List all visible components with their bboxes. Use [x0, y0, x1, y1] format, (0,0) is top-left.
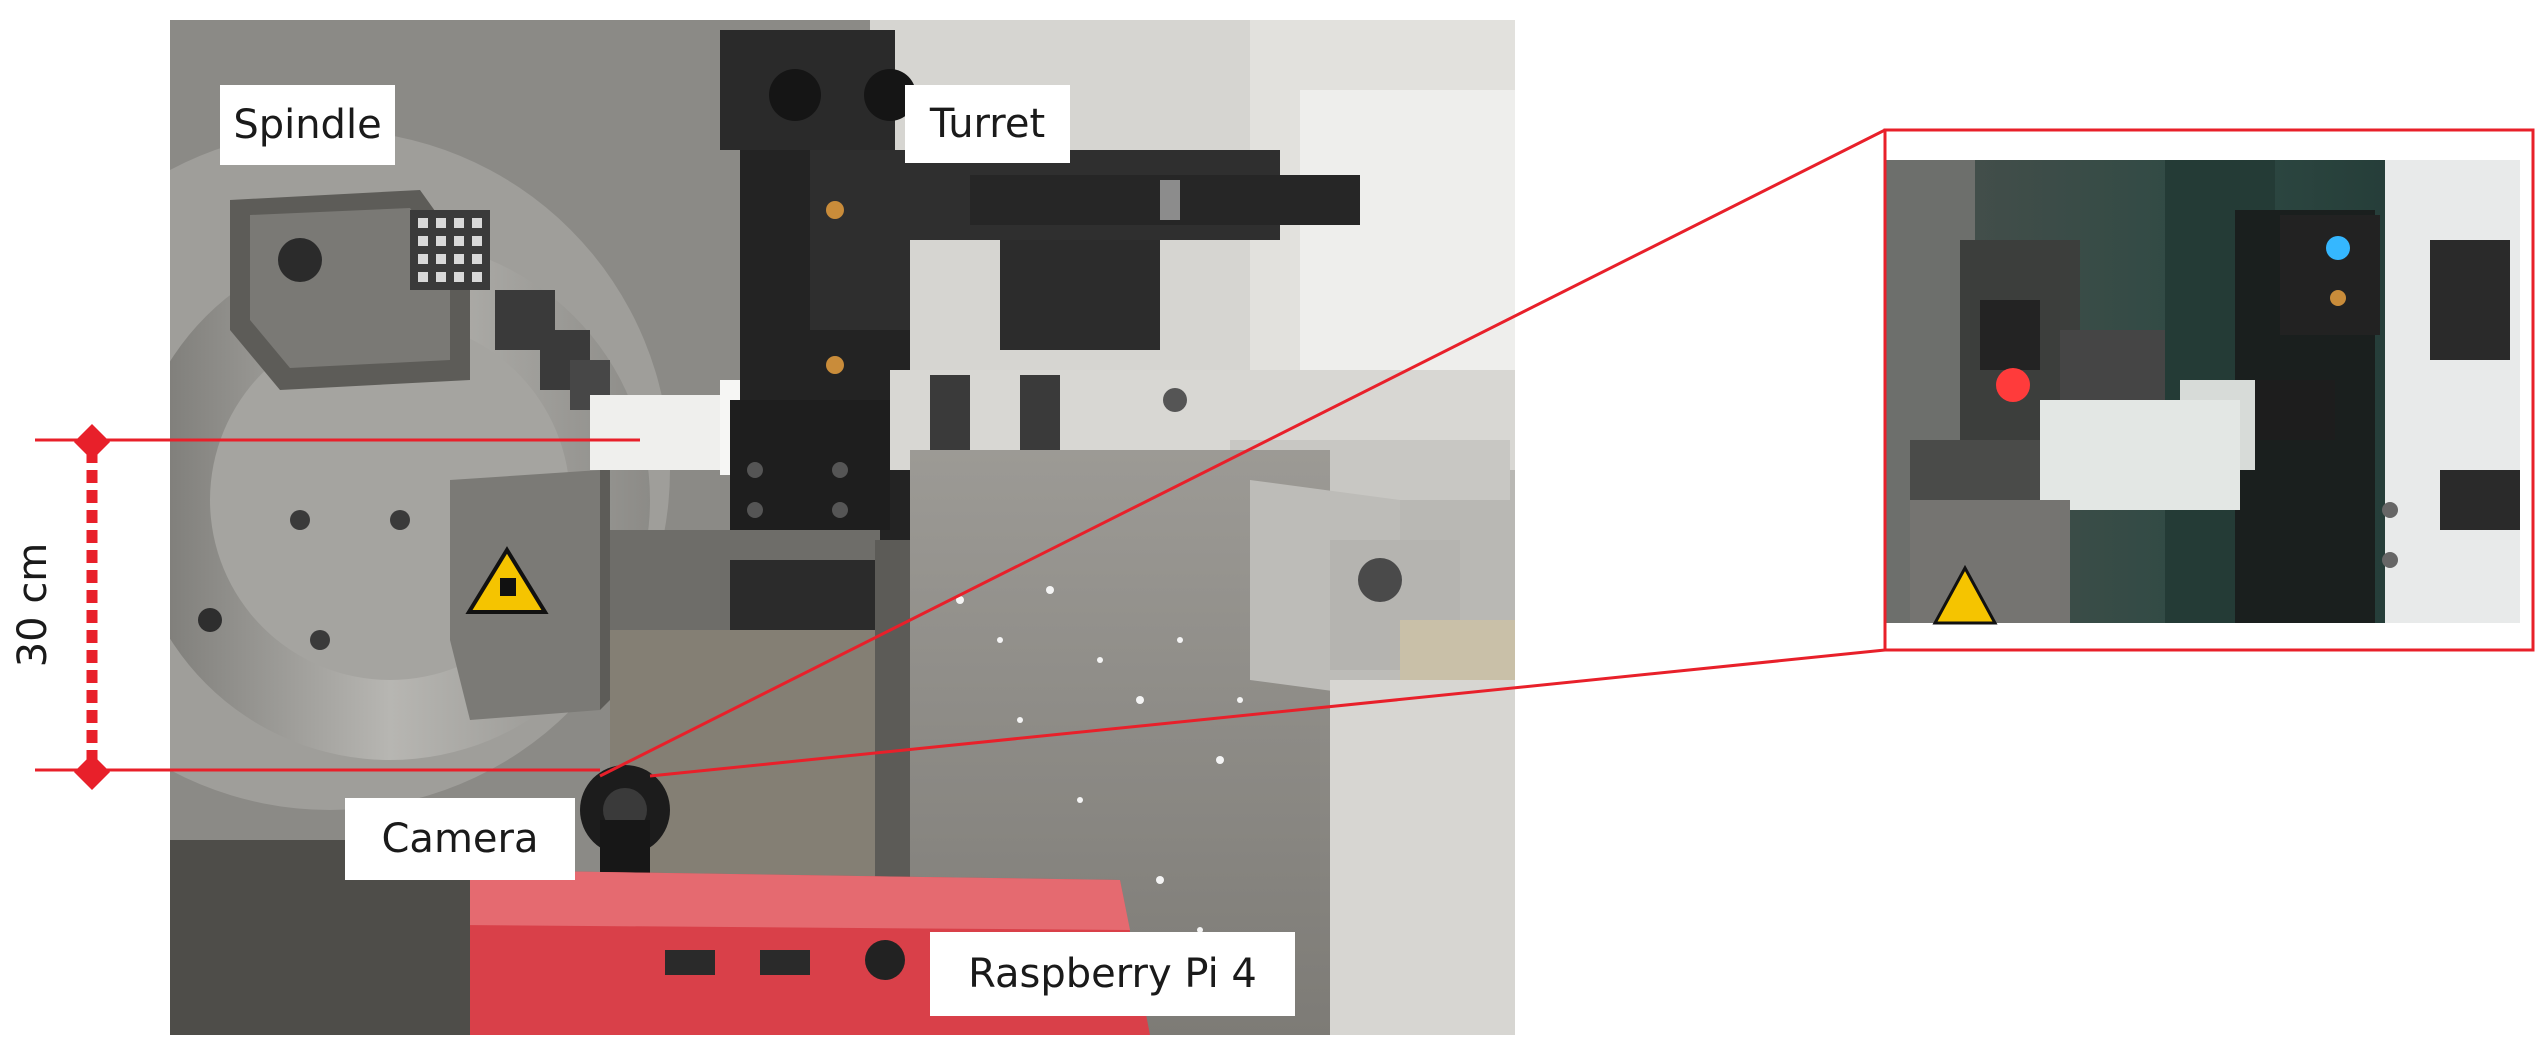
hazard-warning-icon: [1932, 564, 1998, 625]
blue-marker: [2326, 236, 2350, 260]
turret-label: Turret: [905, 85, 1070, 163]
distance-label: 30 cm: [10, 542, 56, 668]
dimension-markers: [74, 424, 110, 790]
annotation-overlay: [35, 128, 2535, 778]
warning-triangle-icon: [465, 546, 549, 614]
raspberry-pi-label: Raspberry Pi 4: [930, 932, 1295, 1016]
spindle-label: Spindle: [220, 85, 395, 165]
red-marker: [1996, 368, 2030, 402]
camera-label: Camera: [345, 798, 575, 880]
